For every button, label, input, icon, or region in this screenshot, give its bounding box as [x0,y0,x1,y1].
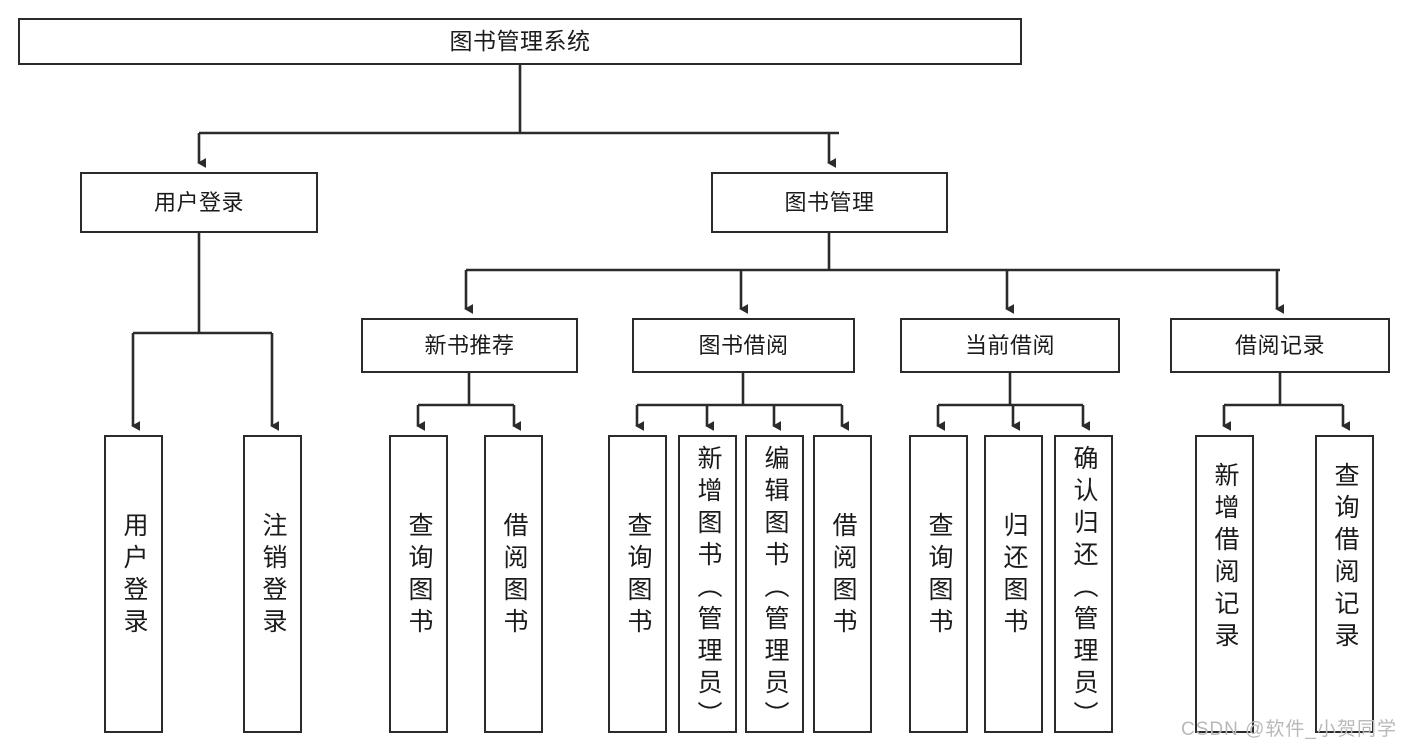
node-book-manage[interactable]: 图书管理 [711,172,948,233]
node-label: 查询借阅记录 [1331,462,1359,654]
node-leaf-logout[interactable]: 注销登录 [243,435,302,733]
node-user-login[interactable]: 用户登录 [80,172,318,233]
node-leaf-query-book-3[interactable]: 查询图书 [909,435,968,733]
node-label: 用户登录 [153,189,244,215]
node-book-borrow[interactable]: 图书借阅 [632,318,855,373]
node-new-book-rec[interactable]: 新书推荐 [361,318,578,373]
node-label: 图书管理系统 [449,27,591,54]
node-label: 用户登录 [120,512,148,640]
node-label: 当前借阅 [964,332,1055,358]
csdn-watermark: CSDN @软件_小贺同学 [1181,719,1397,740]
node-leaf-confirm-return[interactable]: 确认归还（管理员） [1054,435,1113,733]
node-label: 新增图书（管理员） [694,445,722,733]
node-leaf-add-record[interactable]: 新增借阅记录 [1195,435,1254,733]
node-leaf-add-book[interactable]: 新增图书（管理员） [678,435,737,733]
node-label: 借阅图书 [500,512,528,640]
node-label: 确认归还（管理员） [1070,445,1098,733]
node-leaf-edit-book[interactable]: 编辑图书（管理员） [745,435,804,733]
node-borrow-record[interactable]: 借阅记录 [1170,318,1390,373]
node-leaf-query-book-2[interactable]: 查询图书 [608,435,667,733]
node-label: 查询图书 [925,512,953,640]
node-label: 编辑图书（管理员） [761,445,789,733]
node-leaf-query-record[interactable]: 查询借阅记录 [1315,435,1374,733]
node-leaf-query-book-1[interactable]: 查询图书 [389,435,448,733]
node-current-borrow[interactable]: 当前借阅 [900,318,1120,373]
node-label: 查询图书 [405,512,433,640]
node-label: 归还图书 [1000,512,1028,640]
node-label: 新书推荐 [424,332,515,358]
node-label: 借阅图书 [829,512,857,640]
node-label: 查询图书 [624,512,652,640]
node-label: 新增借阅记录 [1211,462,1239,654]
node-leaf-borrow-book-1[interactable]: 借阅图书 [484,435,543,733]
node-root-system[interactable]: 图书管理系统 [18,18,1022,65]
node-label: 图书管理 [784,189,875,215]
node-label: 借阅记录 [1234,332,1325,358]
node-leaf-return-book[interactable]: 归还图书 [984,435,1043,733]
node-label: 注销登录 [259,512,287,640]
node-leaf-user-login[interactable]: 用户登录 [104,435,163,733]
node-label: 图书借阅 [698,332,789,358]
node-leaf-borrow-book-2[interactable]: 借阅图书 [813,435,872,733]
